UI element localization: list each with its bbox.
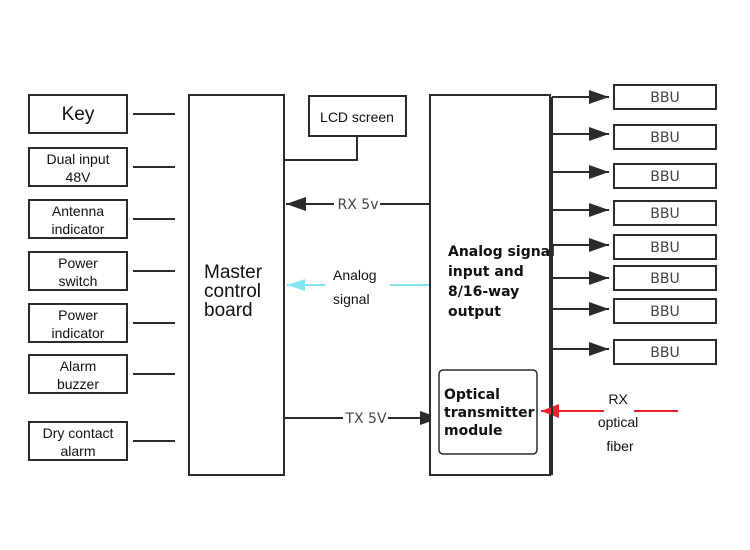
bbu-box [613,234,717,260]
bbu-output-group: BBU BBU BBU BBU BBU BBU BBU BBU [551,84,717,475]
left-input-label: Key [62,104,95,125]
bbu-box [613,84,717,110]
lcd-screen-label: LCD screen [320,109,394,125]
bbu-box [613,265,717,291]
bbu-label: BBU [650,271,679,287]
bbu-label: BBU [650,240,679,256]
analog-signal-block-label: Analog signal input and 8/16-way output [448,244,560,320]
left-input-box [28,303,128,343]
optical-transmitter-module-label: Optical transmitter module [444,387,539,439]
master-control-board-label: Master control board [204,262,267,321]
bbu-box [613,163,717,189]
optical-transmitter-module-box [438,369,538,455]
lcd-screen-box [308,95,407,137]
bbu-label: BBU [650,345,679,361]
bbu-label: BBU [650,206,679,222]
bbu-label: BBU [650,90,679,106]
left-input-box [28,147,128,187]
analog-signal-label: Analog signal [333,267,380,307]
left-input-box [28,94,128,134]
bbu-box [613,124,717,150]
left-input-box [28,354,128,394]
bbu-box [613,200,717,226]
master-control-board-box [188,94,285,476]
bbu-box [613,298,717,324]
left-input-box [28,251,128,291]
tx5v-label: TX 5V [344,411,387,427]
bbu-label: BBU [650,304,679,320]
rx5v-label: RX 5v [338,197,379,213]
lcd-connector [284,136,358,161]
bbu-label: BBU [650,130,679,146]
bbu-label: BBU [650,169,679,185]
left-input-box [28,421,128,461]
bbu-box [613,339,717,365]
left-input-box [28,199,128,239]
rx-optical-fiber-label: RX optical fiber [598,391,642,454]
